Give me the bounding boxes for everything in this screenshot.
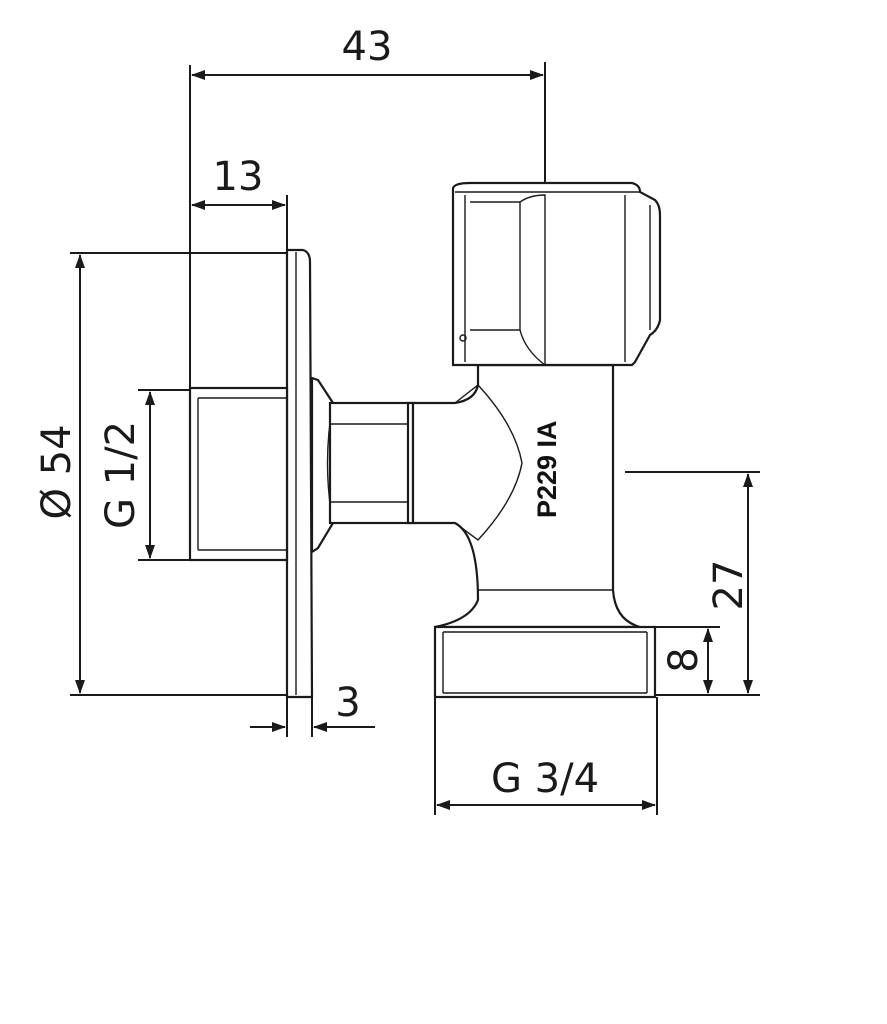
dimension-label: 3	[335, 680, 360, 726]
dimension-label: 43	[342, 24, 393, 70]
dimension-27: 27	[625, 471, 760, 696]
wall-flange	[285, 248, 314, 699]
dimension-label: Ø 54	[34, 424, 80, 519]
dimension-label: G 1/2	[98, 421, 144, 529]
outlet-nut	[433, 625, 657, 699]
dimension-label: G 3/4	[491, 756, 599, 802]
dimension-label: 8	[661, 647, 707, 672]
dimension-g-3-4: G 3/4	[434, 697, 658, 815]
dimension-label: 27	[706, 560, 752, 611]
dimension-13: 13	[191, 154, 288, 250]
dimension-3: 3	[250, 680, 375, 737]
inlet-thread	[188, 386, 289, 562]
inlet-stub	[310, 376, 415, 555]
valve-cap	[451, 181, 662, 367]
dimension-8: 8	[655, 626, 720, 694]
valve-marking: P229 IA	[532, 420, 562, 518]
dimension-g-1-2: G 1/2	[98, 389, 190, 561]
dimension-label: 13	[213, 154, 264, 200]
dimension-43: 43	[189, 24, 546, 388]
valve-body: P229 IA	[411, 363, 641, 629]
dimension-diameter-54: Ø 54	[34, 252, 287, 696]
